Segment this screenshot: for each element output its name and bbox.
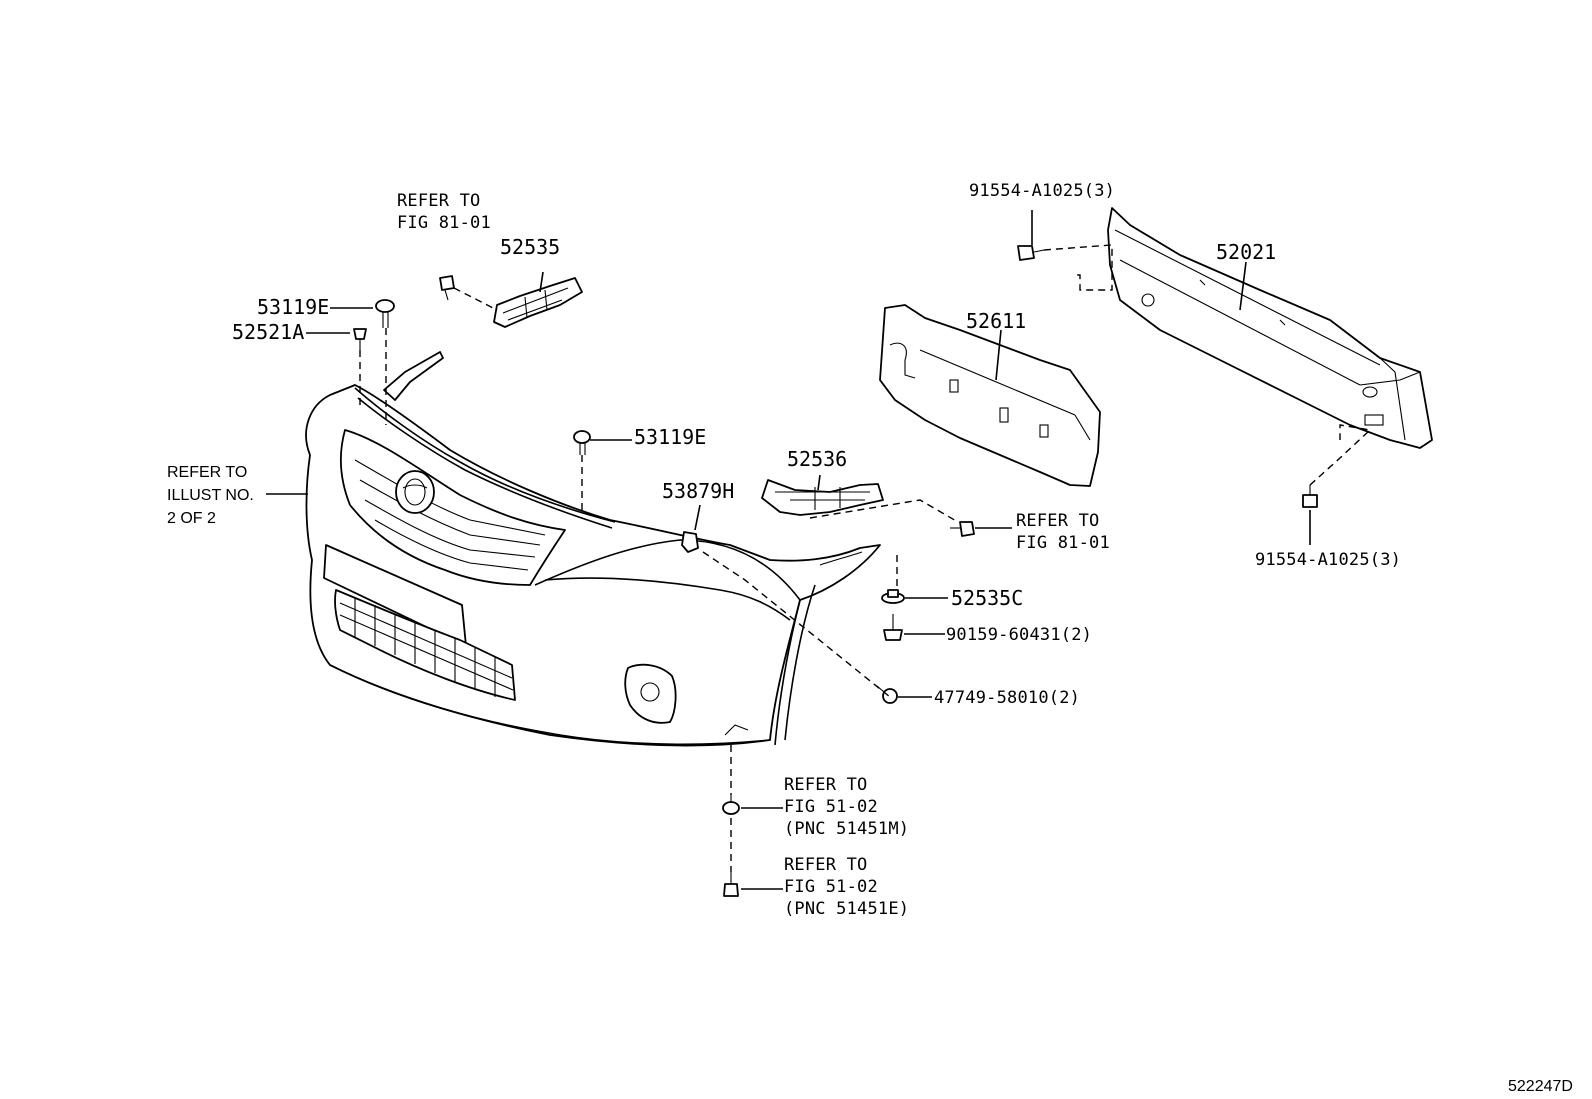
part-label-47749: 47749-58010(2) (934, 688, 1080, 708)
front-bumper-cover (305, 351, 881, 747)
fastener-53879h (681, 531, 699, 553)
ref-fig51-e-line1: REFER TO (784, 855, 867, 875)
part-label-53879h: 53879H (662, 479, 734, 503)
part-label-52536: 52536 (787, 447, 847, 471)
part-label-90159: 90159-60431(2) (946, 625, 1092, 645)
ref-fig51-e-line2: FIG 51-02 (784, 877, 878, 897)
part-label-53119e-mid: 53119E (634, 425, 706, 449)
diagram-id: 522247D (1508, 1078, 1573, 1095)
part-label-91554-top: 91554-A1025(3) (969, 181, 1115, 201)
ref-illust-line1: REFER TO (167, 464, 247, 481)
part-label-52535: 52535 (500, 235, 560, 259)
fastener-clip-top (439, 275, 455, 301)
ref-fig51-e-line3: (PNC 51451E) (784, 899, 909, 919)
ref-fig51-m-line3: (PNC 51451M) (784, 819, 909, 839)
fastener-51451m (722, 795, 740, 815)
fastener-91554-top (1017, 245, 1045, 261)
fastener-53119e-top (375, 299, 395, 328)
ref-illust-line3: 2 OF 2 (167, 510, 216, 527)
fastener-51451e (723, 872, 739, 897)
fastener-90159 (883, 614, 903, 641)
part-label-52021: 52021 (1216, 240, 1276, 264)
reinforcement-52021 (1107, 207, 1433, 449)
ref-fig81-right-line2: FIG 81-01 (1016, 533, 1110, 553)
fastener-53119e-mid (573, 430, 591, 455)
ref-fig81-top-line1: REFER TO (397, 191, 480, 211)
part-label-52535c: 52535C (951, 586, 1023, 610)
bracket-52536 (761, 479, 884, 516)
ref-fig51-m-line1: REFER TO (784, 775, 867, 795)
assembly-lines (359, 244, 1372, 872)
leader-lines (266, 210, 1311, 890)
fastener-91554-bottom (1302, 485, 1318, 508)
fastener-52535c (881, 589, 905, 604)
fastener-47749 (876, 685, 898, 704)
ref-illust-line2: ILLUST NO. (167, 487, 254, 504)
part-label-52521a: 52521A (232, 320, 304, 344)
energy-absorber-52611 (879, 304, 1101, 487)
part-label-53119e-top: 53119E (257, 295, 329, 319)
part-label-91554-bottom: 91554-A1025(3) (1255, 550, 1401, 570)
fastener-52521a (353, 328, 367, 350)
fastener-bolt-fig81 (950, 521, 975, 537)
bracket-52535 (493, 277, 583, 328)
ref-fig81-top-line2: FIG 81-01 (397, 213, 491, 233)
part-label-52611: 52611 (966, 309, 1026, 333)
ref-fig81-right-line1: REFER TO (1016, 511, 1099, 531)
ref-fig51-m-line2: FIG 51-02 (784, 797, 878, 817)
labels: REFER TO FIG 81-01 52535 53119E 52521A 5… (167, 181, 1573, 1095)
